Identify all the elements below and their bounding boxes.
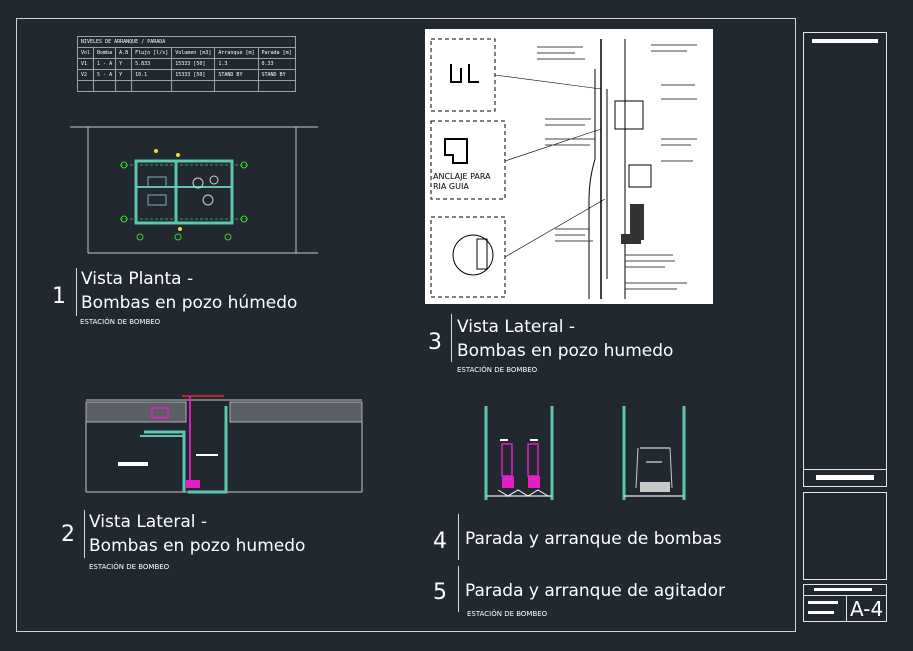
table-cell bbox=[257, 80, 296, 92]
plan-view-drawing bbox=[70, 126, 318, 254]
table-cell: 15333 [50] bbox=[171, 69, 216, 81]
view-5-title: Parada y arranque de agitador bbox=[465, 581, 725, 601]
info-label-bar bbox=[808, 601, 838, 604]
info-label-bar bbox=[814, 588, 872, 591]
view-2-title-line1: Vista Lateral - bbox=[89, 512, 208, 532]
view-1-number: 1 bbox=[52, 284, 66, 309]
view-1-title-line2: Bombas en pozo húmedo bbox=[81, 293, 298, 313]
view-2-number: 2 bbox=[61, 522, 75, 547]
table-cell bbox=[115, 80, 133, 92]
table-row: V1 1 - A Y 5.833 15333 [50] 1.3 0.33 bbox=[76, 58, 296, 70]
table-header: Vol bbox=[76, 47, 95, 59]
view-5-number: 5 bbox=[433, 580, 447, 605]
table-header: Bomba bbox=[93, 47, 117, 59]
table-cell: STAND BY bbox=[214, 69, 259, 81]
table-cell bbox=[76, 80, 95, 92]
view-1-subtitle: ESTACIÓN DE BOMBEO bbox=[80, 318, 161, 326]
sheet-id: A-4 bbox=[850, 597, 884, 621]
table-cell bbox=[171, 80, 216, 92]
table-row: V2 5 - A Y 10.1 15333 [50] STAND BY STAN… bbox=[76, 69, 296, 81]
title-block-main-panel bbox=[803, 32, 887, 487]
table-cell: V1 bbox=[76, 58, 95, 70]
table-header: Volumen [m3] bbox=[171, 47, 216, 59]
anchor-label-line2: RIA GUIA bbox=[433, 182, 469, 191]
table-cell: 10.1 bbox=[131, 69, 173, 81]
table-cell: STAND BY bbox=[257, 69, 296, 81]
table-cell bbox=[93, 80, 117, 92]
table-cell: 15333 [50] bbox=[171, 58, 216, 70]
view-3-divider bbox=[451, 314, 452, 362]
table-cell: 0.33 bbox=[257, 58, 296, 70]
title-block-divider bbox=[804, 469, 886, 470]
view-1-title-line1: Vista Planta - bbox=[81, 269, 194, 289]
table-row bbox=[76, 80, 296, 92]
view-4-title: Parada y arranque de bombas bbox=[465, 529, 722, 549]
table-cell bbox=[131, 80, 173, 92]
table-cell: Y bbox=[115, 69, 133, 81]
agitator-start-stop-drawing bbox=[622, 406, 686, 500]
view-3-subtitle: ESTACIÓN DE BOMBEO bbox=[457, 366, 538, 374]
title-block-info-panel: A-4 bbox=[803, 584, 887, 622]
title-block-footer-bar bbox=[816, 475, 874, 480]
view-3-number: 3 bbox=[428, 330, 442, 355]
anchor-label-line1: ANCLAJE PARA bbox=[433, 172, 491, 181]
view-4-number: 4 bbox=[433, 529, 447, 554]
table-cell: 5 - A bbox=[93, 69, 117, 81]
section-view-drawing bbox=[85, 395, 363, 494]
levels-table: NIVELES DE ARRANQUE / PARADA Vol Bomba A… bbox=[76, 36, 296, 92]
view-2-subtitle: ESTACIÓN DE BOMBEO bbox=[89, 563, 170, 571]
lateral-detail-drawing: ANCLAJE PARA RIA GUIA bbox=[425, 29, 713, 304]
view-3-title-line2: Bombas en pozo humedo bbox=[457, 341, 674, 361]
view-4-divider bbox=[458, 514, 459, 560]
sheet-border bbox=[16, 18, 796, 632]
levels-table-title: NIVELES DE ARRANQUE / PARADA bbox=[77, 36, 296, 48]
info-label-bar bbox=[808, 611, 834, 614]
view-1-divider bbox=[76, 268, 77, 316]
table-cell: V2 bbox=[76, 69, 95, 81]
view-5-divider bbox=[458, 566, 459, 612]
table-cell: Y bbox=[115, 58, 133, 70]
title-block-logo-panel bbox=[803, 492, 887, 580]
table-cell bbox=[214, 80, 259, 92]
table-header: Flujo [l/s] bbox=[131, 47, 173, 59]
table-header: Parada [m] bbox=[257, 47, 296, 59]
title-block-header-bar bbox=[812, 39, 878, 43]
table-header: A.B bbox=[115, 47, 133, 59]
view-5-subtitle: ESTACIÓN DE BOMBEO bbox=[467, 610, 548, 618]
view-3-title-line1: Vista Lateral - bbox=[457, 317, 576, 337]
table-header-row: Vol Bomba A.B Flujo [l/s] Volumen [m3] A… bbox=[76, 47, 296, 59]
view-2-divider bbox=[84, 510, 85, 558]
table-cell: 1.3 bbox=[214, 58, 259, 70]
pump-start-stop-drawing bbox=[484, 406, 554, 500]
table-header: Arranque [m] bbox=[214, 47, 259, 59]
table-cell: 1 - A bbox=[93, 58, 117, 70]
info-column-line bbox=[846, 595, 847, 621]
view-2-title-line2: Bombas en pozo humedo bbox=[89, 536, 306, 556]
info-row-line bbox=[804, 595, 886, 596]
table-cell: 5.833 bbox=[131, 58, 173, 70]
